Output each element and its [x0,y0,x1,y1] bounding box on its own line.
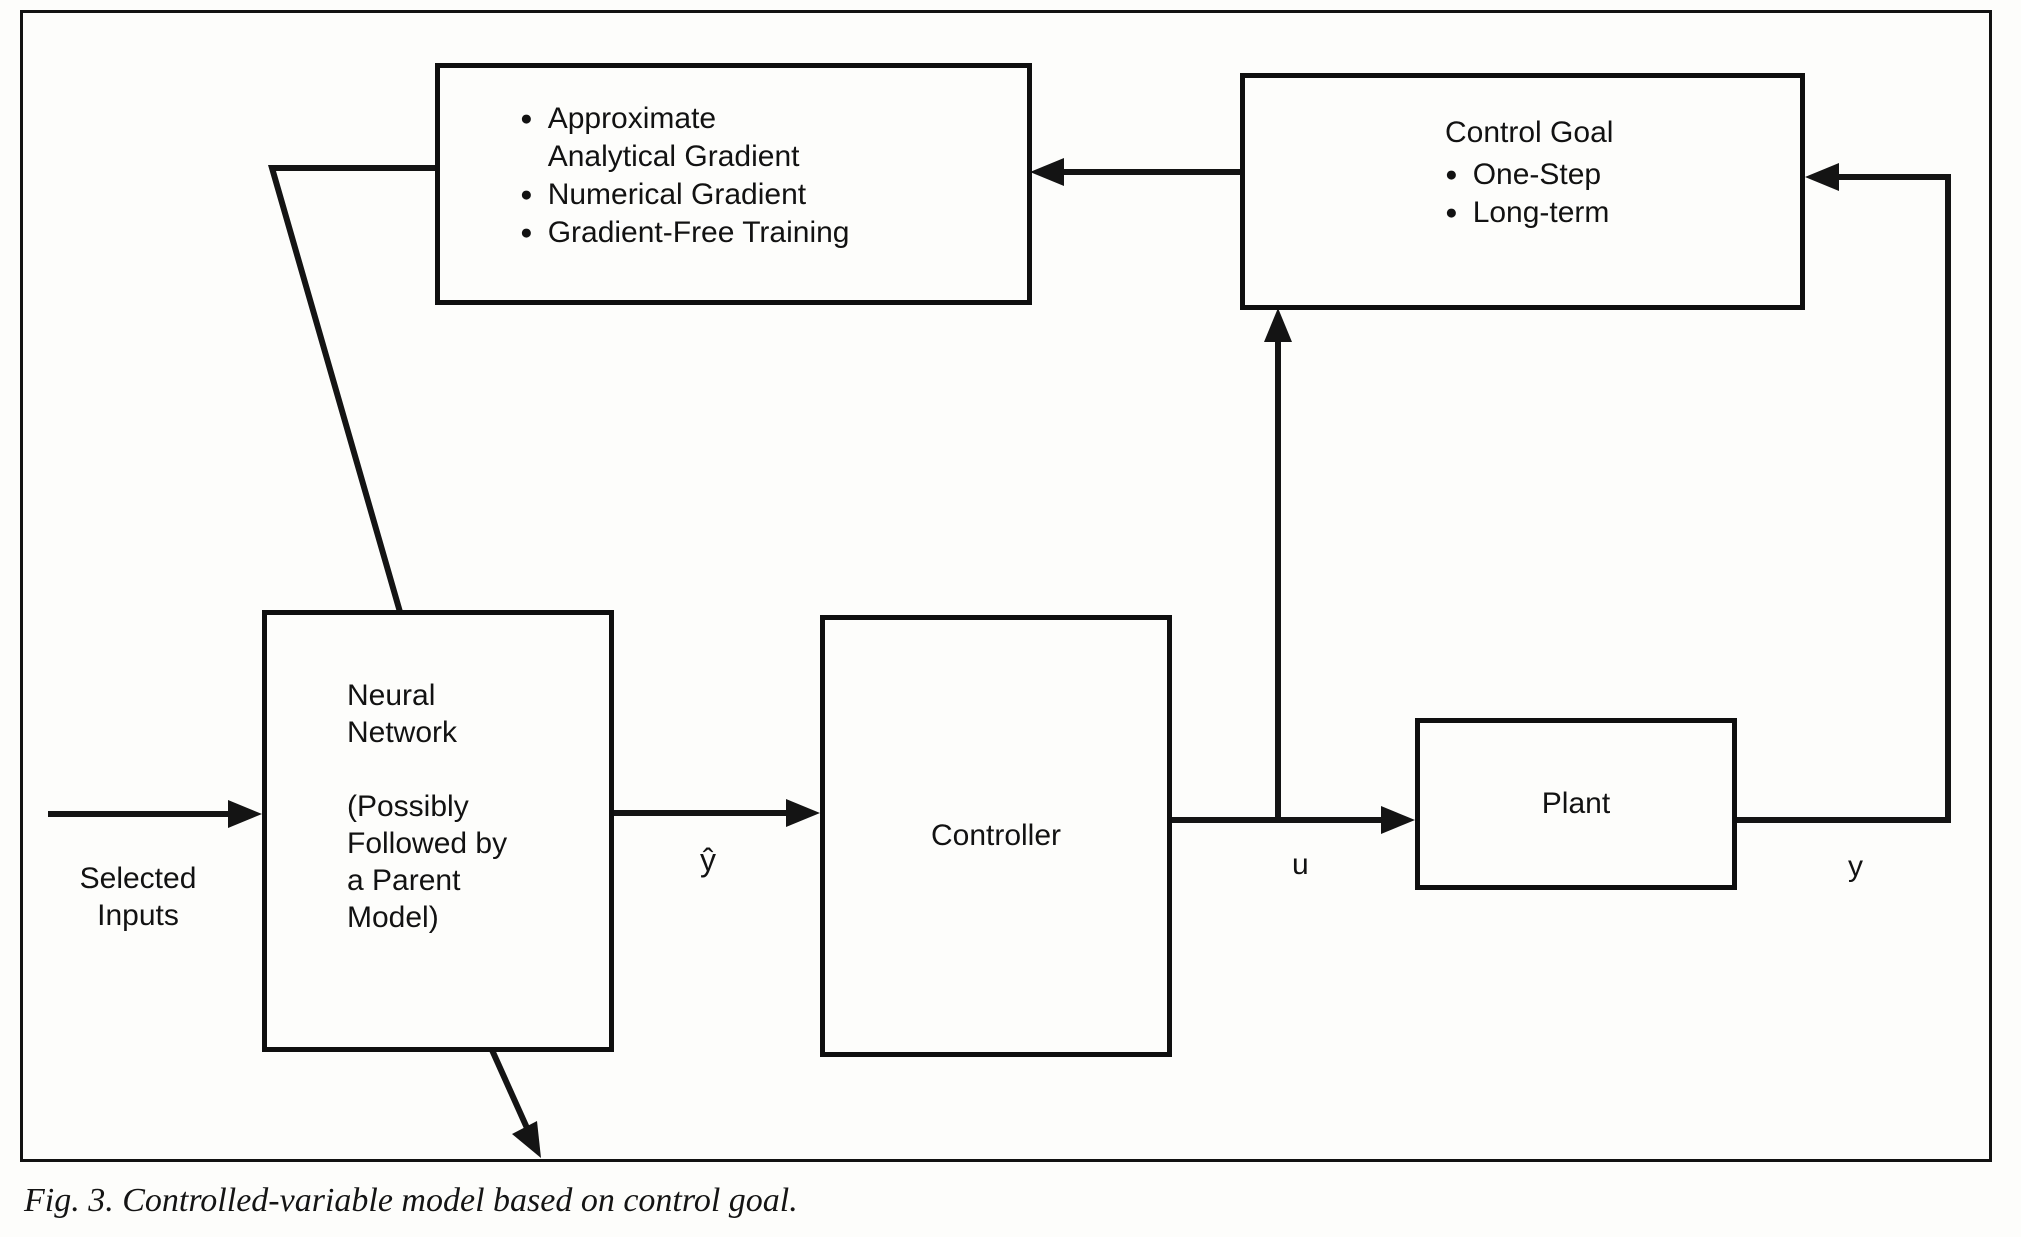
control-goal-box: Control Goal ● One-Step ● Long-term [1240,73,1805,310]
control-goal-content: Control Goal ● One-Step ● Long-term [1245,78,1800,232]
selected-inputs-label: Selected Inputs [79,862,197,932]
bullet-icon: ● [520,107,533,130]
control-goal-title: Control Goal [1445,116,1614,149]
bullet-icon: ● [1445,201,1458,224]
list-item: ● One-Step [1445,156,1790,194]
u-label: u [1292,848,1309,881]
control-goal-item-one-step: One-Step [1472,158,1602,191]
plant-label: Plant [1541,787,1611,820]
plant-box: Plant [1415,718,1737,890]
control-goal-item-long-term: Long-term [1472,196,1610,229]
list-item: ● Gradient-Free Training [520,214,1007,252]
training-item-gradient-free: Gradient-Free Training [547,216,850,249]
bullet-icon: ● [520,221,533,244]
training-methods-box: ● Approximate Analytical Gradient ● Nume… [435,63,1032,305]
neural-network-box: Neural Network (Possibly Followed by a P… [262,610,614,1052]
bullet-icon: ● [1445,163,1458,186]
list-item: ● Long-term [1445,194,1790,232]
y-label: y [1848,850,1863,883]
list-item: ● Approximate Analytical Gradient [520,100,1007,176]
controller-label: Controller [930,819,1062,852]
training-item-approx-analytical-gradient: Approximate Analytical Gradient [547,102,800,173]
bullet-icon: ● [520,183,533,206]
training-item-numerical-gradient: Numerical Gradient [547,178,807,211]
neural-network-label: Neural Network (Possibly Followed by a P… [347,679,508,934]
figure-caption: Fig. 3. Controlled-variable model based … [24,1182,798,1219]
y-hat-label: ŷ [700,842,716,878]
figure-border [20,10,1992,1162]
training-methods-list: ● Approximate Analytical Gradient ● Nume… [440,68,1027,252]
list-item: ● Numerical Gradient [520,176,1007,214]
controller-box: Controller [820,615,1172,1057]
